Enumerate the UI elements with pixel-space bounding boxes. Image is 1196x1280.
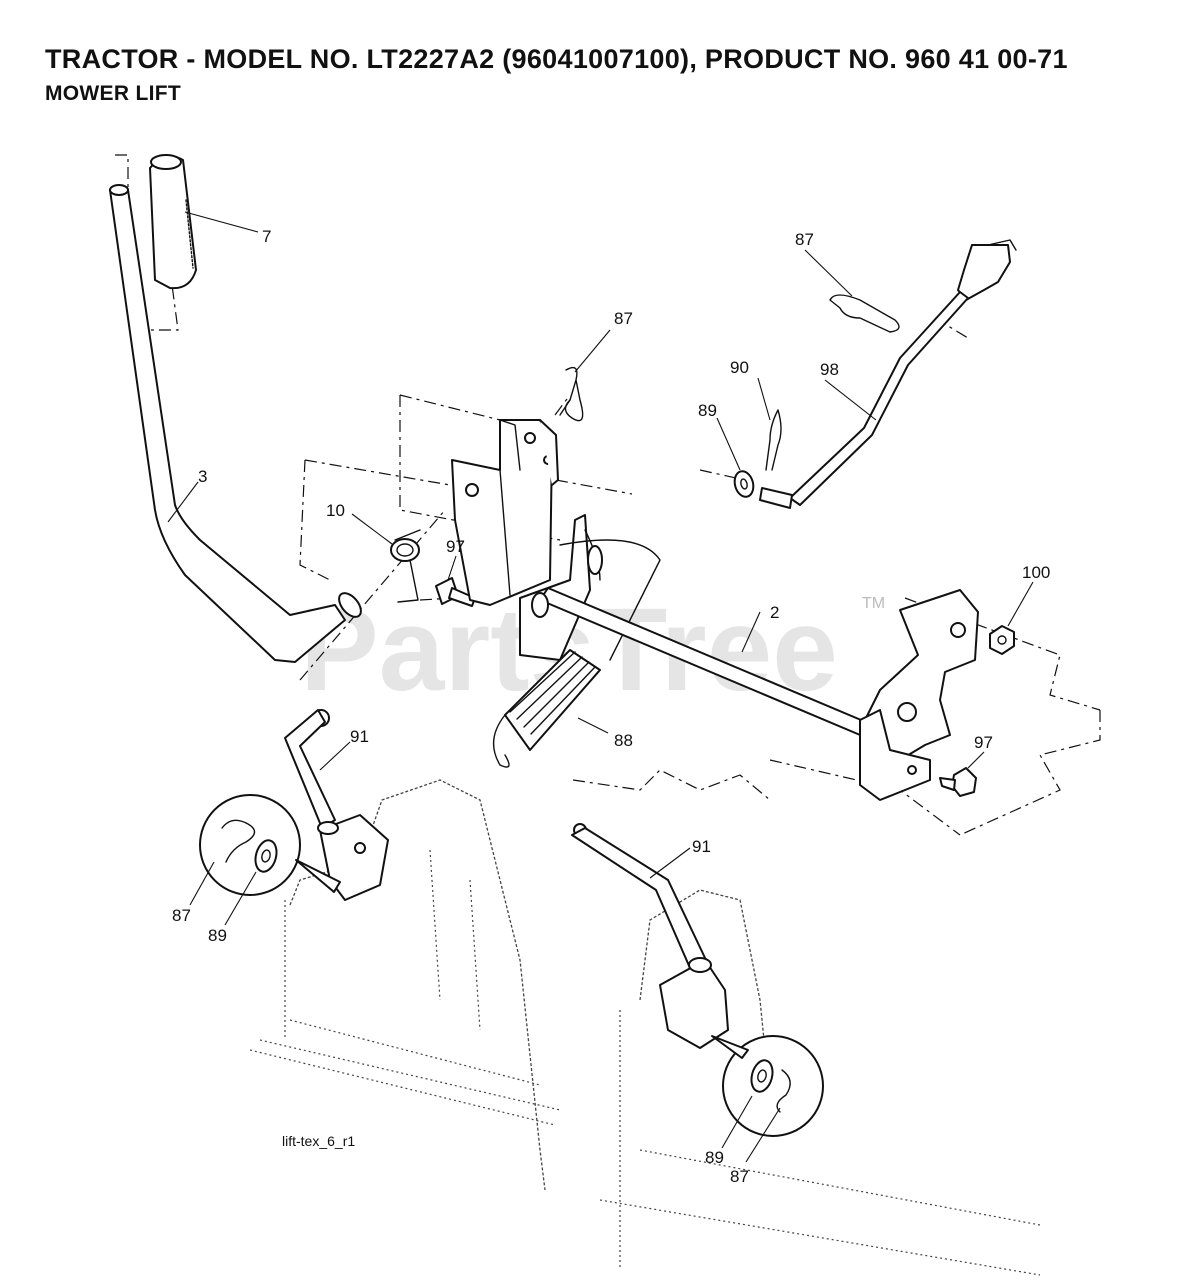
- lift-lever: [109, 184, 362, 663]
- callout-87-bracket: 87: [614, 309, 633, 328]
- callout-97-right: 97: [974, 733, 993, 752]
- callout-88: 88: [614, 731, 633, 750]
- bolt-bracket: [435, 577, 476, 607]
- callout-89-left-detail: 89: [208, 926, 227, 945]
- assembly-lines: [115, 154, 1101, 836]
- nut: [989, 625, 1015, 655]
- pivot-bracket: [519, 514, 661, 661]
- callout-2: 2: [770, 603, 779, 622]
- callout-89-right-detail: 89: [705, 1148, 724, 1167]
- callout-87-upper: 87: [795, 230, 814, 249]
- callout-87-left-detail: 87: [172, 906, 191, 925]
- torsion-spring: [390, 529, 421, 603]
- detail-circle-right: [711, 1035, 824, 1137]
- bolt-right: [939, 767, 977, 797]
- cotter-pin: [765, 409, 782, 471]
- handle-grip: [149, 154, 197, 290]
- callout-98: 98: [820, 360, 839, 379]
- callout-90: 90: [730, 358, 749, 377]
- assist-spring: [492, 649, 601, 768]
- hairpin-clip-upper: [829, 294, 900, 333]
- lift-arm-right: [859, 589, 979, 801]
- callout-7: 7: [262, 227, 271, 246]
- page-subtitle: MOWER LIFT: [45, 82, 181, 105]
- leader-lines: [167, 211, 1034, 1163]
- height-adjust-rod: [759, 239, 1017, 509]
- washer-upper: [733, 470, 755, 498]
- callout-100: 100: [1022, 563, 1050, 582]
- callout-91-left: 91: [350, 727, 369, 746]
- hairpin-clip-bracket: [559, 366, 584, 422]
- watermark-tm: TM: [862, 595, 885, 612]
- callout-89-upper: 89: [698, 401, 717, 420]
- callout-3: 3: [198, 467, 207, 486]
- drawing-reference: lift-tex_6_r1: [282, 1133, 355, 1149]
- page-title: TRACTOR - MODEL NO. LT2227A2 (9604100710…: [45, 44, 1068, 74]
- callout-97-bracket: 97: [446, 537, 465, 556]
- lift-link-right: [571, 823, 729, 1049]
- callout-91-right: 91: [692, 837, 711, 856]
- lift-link-left: [284, 709, 389, 901]
- callout-87-right-detail: 87: [730, 1167, 749, 1186]
- mounting-bracket: [451, 419, 559, 606]
- callout-labels: 7 3 87 87 90 98 89 10 97 100 2 97 88 91 …: [172, 227, 1050, 1186]
- callout-10: 10: [326, 501, 345, 520]
- detail-circle-left: [199, 794, 341, 896]
